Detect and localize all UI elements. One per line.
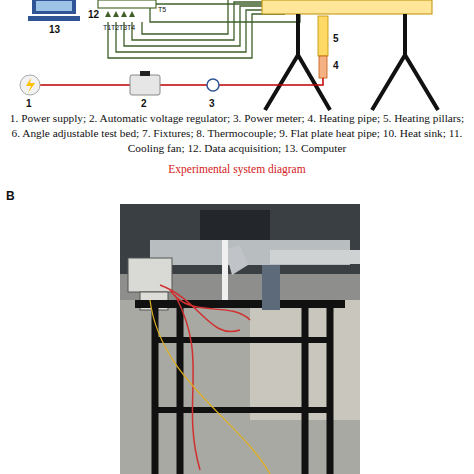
heating-pillar bbox=[318, 16, 328, 56]
lightning bbox=[26, 78, 35, 93]
flat-plate bbox=[262, 0, 432, 14]
callout-number: T5 bbox=[158, 6, 166, 14]
callout-number: 5 bbox=[333, 33, 339, 44]
callout-number: B bbox=[6, 190, 15, 203]
callout-number: T1 bbox=[103, 24, 111, 32]
arrowheads bbox=[105, 11, 135, 17]
callout-number: T2 bbox=[111, 24, 119, 32]
callout-number: 1 bbox=[26, 98, 32, 109]
power-wire bbox=[40, 78, 323, 85]
data-acquisition bbox=[98, 0, 156, 8]
test-bed bbox=[265, 14, 438, 110]
power-meter bbox=[207, 79, 219, 91]
callout-number: 2 bbox=[141, 98, 147, 109]
regulator-knob bbox=[140, 71, 150, 76]
callout-number: 4 bbox=[333, 60, 339, 71]
voltage-regulator bbox=[130, 75, 160, 95]
photo bbox=[120, 204, 360, 474]
callout-number: T4 bbox=[127, 24, 135, 32]
callout-number: 3 bbox=[209, 98, 215, 109]
power-supply bbox=[20, 75, 40, 95]
callout-number: 13 bbox=[49, 24, 60, 35]
figure-caption: Experimental system diagram bbox=[6, 163, 468, 175]
computer-icon bbox=[28, 0, 80, 21]
legend-text: 1. Power supply; 2. Automatic voltage re… bbox=[6, 111, 468, 156]
heating-pipe bbox=[319, 56, 327, 78]
callout-number: 12 bbox=[88, 9, 99, 20]
callout-number: T3 bbox=[119, 24, 127, 32]
